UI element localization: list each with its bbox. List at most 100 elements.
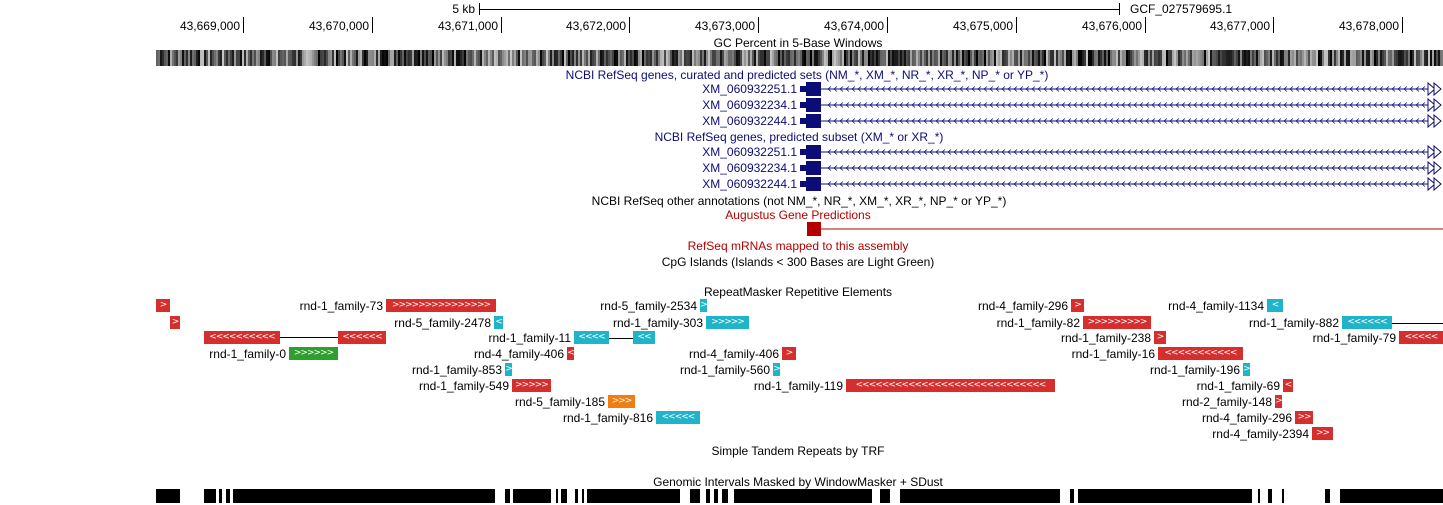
- repeat-label[interactable]: rnd-1_family-816: [562, 411, 653, 425]
- track-title-refseq-mrna[interactable]: RefSeq mRNAs mapped to this assembly: [687, 239, 909, 253]
- gene-model[interactable]: [800, 176, 1442, 192]
- repeat-element[interactable]: <<: [633, 331, 655, 344]
- repeat-label[interactable]: rnd-4_family-1134: [1168, 299, 1264, 313]
- masked-interval[interactable]: [880, 489, 890, 503]
- repeat-element[interactable]: <<<<<: [1399, 331, 1443, 344]
- masked-interval[interactable]: [233, 489, 495, 503]
- masked-interval[interactable]: [204, 489, 216, 503]
- repeat-element[interactable]: >>: [1312, 427, 1333, 440]
- repeat-element[interactable]: >: [156, 299, 170, 312]
- repeat-label[interactable]: rnd-1_family-73: [299, 299, 383, 313]
- masked-interval[interactable]: [1258, 489, 1260, 503]
- masked-interval[interactable]: [722, 489, 728, 503]
- track-title-refseq-all[interactable]: NCBI RefSeq genes, curated and predicted…: [565, 68, 1049, 82]
- repeat-label[interactable]: rnd-5_family-2478: [394, 316, 491, 330]
- repeat-element[interactable]: >: [1243, 363, 1250, 376]
- masked-interval[interactable]: [219, 489, 222, 503]
- repeat-element[interactable]: <<<<<<<<<<<: [1158, 347, 1243, 360]
- gene-model[interactable]: [800, 160, 1442, 176]
- repeat-element[interactable]: >>>>>: [706, 316, 749, 329]
- repeat-element[interactable]: <<<<<: [656, 411, 700, 424]
- masked-interval[interactable]: [1325, 489, 1330, 503]
- repeat-label[interactable]: rnd-1_family-119: [753, 379, 843, 393]
- repeat-label[interactable]: rnd-4_family-406: [688, 347, 779, 361]
- repeat-label[interactable]: rnd-4_family-406: [473, 347, 564, 361]
- repeat-label[interactable]: rnd-1_family-196: [1149, 363, 1240, 377]
- repeat-element[interactable]: <: [494, 316, 503, 329]
- masked-interval[interactable]: [556, 489, 558, 503]
- repeat-label[interactable]: rnd-1_family-303: [612, 316, 703, 330]
- augustus-prediction[interactable]: [807, 222, 1443, 236]
- masked-interval[interactable]: [690, 489, 700, 503]
- masked-interval[interactable]: [1070, 489, 1074, 503]
- repeat-element[interactable]: <<<<<<: [1342, 316, 1392, 329]
- masked-interval[interactable]: [587, 489, 680, 503]
- repeat-label[interactable]: rnd-4_family-296: [977, 299, 1068, 313]
- repeat-element[interactable]: >>>>>>: [289, 347, 338, 360]
- masked-interval[interactable]: [714, 489, 718, 503]
- track-title-augustus[interactable]: Augustus Gene Predictions: [725, 208, 871, 222]
- track-title-gc-percent[interactable]: GC Percent in 5-Base Windows: [713, 36, 883, 50]
- track-title-refseq-predicted[interactable]: NCBI RefSeq genes, predicted subset (XM_…: [654, 130, 944, 144]
- repeat-element[interactable]: >>: [1295, 411, 1313, 424]
- gene-model[interactable]: [800, 81, 1442, 97]
- masked-interval[interactable]: [582, 489, 584, 503]
- gene-label[interactable]: XM_060932244.1: [702, 177, 797, 191]
- gene-model[interactable]: [800, 97, 1442, 113]
- repeat-label[interactable]: rnd-1_family-69: [1196, 379, 1280, 393]
- repeat-label[interactable]: rnd-1_family-549: [418, 379, 509, 393]
- repeat-element[interactable]: >: [170, 316, 180, 329]
- repeat-label[interactable]: rnd-1_family-560: [679, 363, 770, 377]
- repeat-label[interactable]: rnd-2_family-148: [1181, 395, 1272, 409]
- masked-interval[interactable]: [1268, 489, 1272, 503]
- repeat-element[interactable]: >: [1071, 299, 1084, 312]
- gene-label[interactable]: XM_060932251.1: [702, 82, 797, 96]
- repeat-label[interactable]: rnd-1_family-11: [488, 331, 571, 345]
- repeat-element[interactable]: >>>: [608, 395, 635, 408]
- track-title-refseq-other[interactable]: NCBI RefSeq other annotations (not NM_*,…: [591, 194, 1007, 208]
- repeat-element[interactable]: <<<<: [574, 331, 609, 344]
- masked-interval[interactable]: [1078, 489, 1252, 503]
- repeat-element[interactable]: >>>>>>>>>: [1083, 316, 1151, 329]
- repeat-element[interactable]: >: [1154, 331, 1166, 344]
- masked-interval[interactable]: [561, 489, 567, 503]
- repeat-label[interactable]: rnd-5_family-2534: [600, 299, 697, 313]
- masked-interval[interactable]: [1282, 489, 1284, 503]
- gene-model[interactable]: [800, 113, 1442, 129]
- repeat-element[interactable]: >: [505, 363, 512, 376]
- repeat-element[interactable]: >: [1275, 395, 1282, 408]
- masked-interval[interactable]: [575, 489, 578, 503]
- repeat-element[interactable]: >>>>>: [512, 379, 551, 392]
- masked-interval[interactable]: [156, 489, 180, 503]
- track-title-trf[interactable]: Simple Tandem Repeats by TRF: [711, 444, 885, 458]
- repeat-label[interactable]: rnd-1_family-16: [1071, 347, 1155, 361]
- masked-interval[interactable]: [226, 489, 230, 503]
- repeat-element[interactable]: <: [1283, 379, 1293, 392]
- repeat-element[interactable]: >>>>>>>>>>>>>>>: [386, 299, 496, 312]
- repeat-label[interactable]: rnd-1_family-853: [411, 363, 502, 377]
- repeat-element[interactable]: >: [782, 347, 796, 360]
- repeat-element[interactable]: <<<<<<<<<<<<<<<<<<<<<<<<<<<<<: [846, 379, 1055, 392]
- track-title-cpg[interactable]: CpG Islands (Islands < 300 Bases are Lig…: [661, 255, 935, 269]
- masked-interval[interactable]: [505, 489, 510, 503]
- repeat-element[interactable]: >: [700, 299, 707, 312]
- gene-model[interactable]: [800, 144, 1442, 160]
- masked-interval[interactable]: [900, 489, 1060, 503]
- gene-label[interactable]: XM_060932234.1: [702, 161, 797, 175]
- repeat-label[interactable]: rnd-4_family-296: [1201, 411, 1292, 425]
- masked-interval[interactable]: [513, 489, 551, 503]
- repeat-element[interactable]: <<<<<<: [338, 331, 386, 344]
- repeat-label[interactable]: rnd-1_family-79: [1312, 331, 1396, 345]
- gc-percent-track[interactable]: [156, 50, 1443, 66]
- repeat-label[interactable]: rnd-1_family-0: [209, 347, 286, 361]
- repeat-label[interactable]: rnd-1_family-238: [1060, 331, 1151, 345]
- repeat-label[interactable]: rnd-1_family-82: [996, 316, 1080, 330]
- repeat-label[interactable]: rnd-1_family-882: [1248, 316, 1339, 330]
- masked-interval[interactable]: [1340, 489, 1443, 503]
- repeat-element[interactable]: <: [1267, 299, 1283, 312]
- gene-label[interactable]: XM_060932234.1: [702, 98, 797, 112]
- repeat-label[interactable]: rnd-5_family-185: [514, 395, 605, 409]
- repeat-label[interactable]: rnd-4_family-2394: [1212, 427, 1309, 441]
- gene-label[interactable]: XM_060932244.1: [702, 114, 797, 128]
